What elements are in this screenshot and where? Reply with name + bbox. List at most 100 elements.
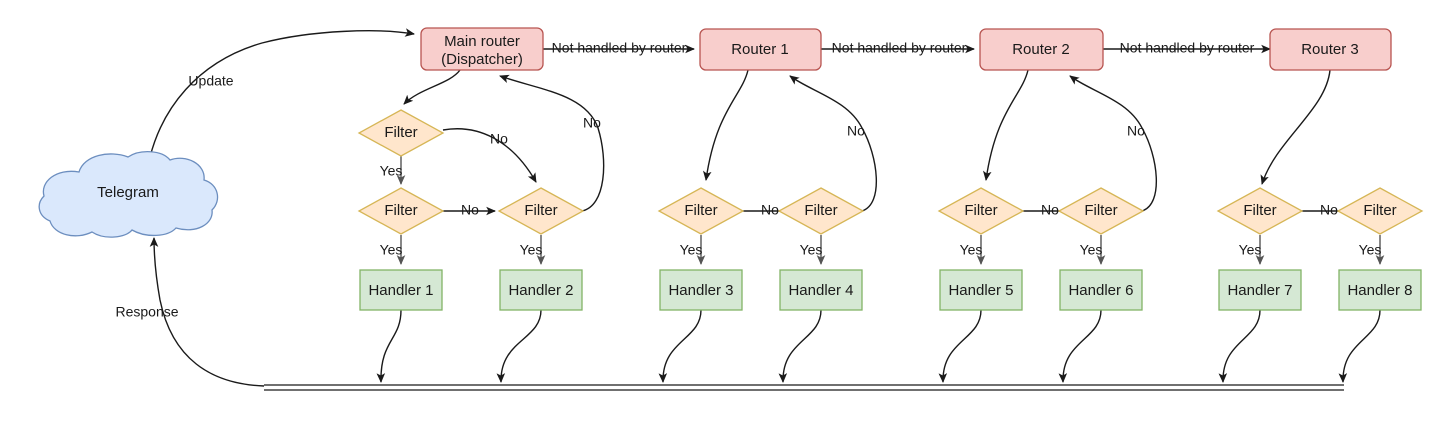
edge-label-yes-3: Yes xyxy=(520,242,543,258)
router-1-label: Router 1 xyxy=(731,41,789,58)
filter-a-diamond xyxy=(357,109,445,157)
handler-7-box xyxy=(1218,269,1302,311)
filter-a-node[interactable]: Filter xyxy=(357,109,445,157)
edge-response xyxy=(149,237,265,387)
filter-b-node[interactable]: Filter xyxy=(357,187,445,235)
handler-4-box xyxy=(779,269,863,311)
filter-e-node[interactable]: Filter xyxy=(777,187,865,235)
filter-i-node[interactable]: Filter xyxy=(1336,187,1424,235)
filter-e-label: Filter xyxy=(804,202,837,219)
router-2-label: Router 2 xyxy=(1012,41,1070,58)
router-1-box xyxy=(699,28,822,71)
filter-b-label: Filter xyxy=(384,202,417,219)
handler-7-node[interactable]: Handler 7 xyxy=(1218,269,1302,311)
handler-6-node[interactable]: Handler 6 xyxy=(1059,269,1143,311)
filter-f-node[interactable]: Filter xyxy=(937,187,1025,235)
filter-b-diamond xyxy=(357,187,445,235)
edge-router2-to-filter-f xyxy=(982,69,1029,181)
edge-handler2-to-rail xyxy=(496,309,542,383)
filter-e-diamond xyxy=(777,187,865,235)
edge-handler1-to-rail xyxy=(376,309,402,383)
edge-router1-to-filter-d xyxy=(702,69,749,181)
filter-f-diamond xyxy=(937,187,1025,235)
filter-f-label: Filter xyxy=(964,202,997,219)
edge-label-not-handled-2: Not handled by router xyxy=(832,40,967,56)
edge-label-yes-7: Yes xyxy=(1080,242,1103,258)
router-1-node[interactable]: Router 1 xyxy=(699,28,822,71)
edge-handler4-to-rail xyxy=(778,309,822,383)
filter-i-label: Filter xyxy=(1363,202,1396,219)
edge-label-update: Update xyxy=(188,73,233,89)
edge-label-no-3: No xyxy=(583,115,601,131)
filter-i-diamond xyxy=(1336,187,1424,235)
edge-label-no-4: No xyxy=(761,202,779,218)
filter-g-node[interactable]: Filter xyxy=(1057,187,1145,235)
handler-3-label: Handler 3 xyxy=(668,282,733,299)
edge-filter-e-no-to-router1 xyxy=(789,75,878,212)
main-router-node[interactable]: Main router (Dispatcher) xyxy=(420,27,544,71)
handler-5-node[interactable]: Handler 5 xyxy=(939,269,1023,311)
edge-label-yes-6: Yes xyxy=(960,242,983,258)
edge-label-yes-8: Yes xyxy=(1239,242,1262,258)
edge-filter-g-no-to-router2 xyxy=(1069,75,1158,212)
filter-c-node[interactable]: Filter xyxy=(497,187,585,235)
handler-1-box xyxy=(359,269,443,311)
filter-h-label: Filter xyxy=(1243,202,1276,219)
handler-8-label: Handler 8 xyxy=(1347,282,1412,299)
edge-label-no-8: No xyxy=(1320,202,1338,218)
edge-handler8-to-rail xyxy=(1338,309,1381,383)
filter-h-diamond xyxy=(1216,187,1304,235)
edge-update xyxy=(149,28,415,158)
handler-5-label: Handler 5 xyxy=(948,282,1013,299)
handler-1-label: Handler 1 xyxy=(368,282,433,299)
edge-label-not-handled-3: Not handled by router xyxy=(1120,40,1255,56)
filter-g-label: Filter xyxy=(1084,202,1117,219)
router-3-node[interactable]: Router 3 xyxy=(1269,28,1392,71)
edge-label-yes-1: Yes xyxy=(380,163,403,179)
filter-h-node[interactable]: Filter xyxy=(1216,187,1304,235)
filter-d-label: Filter xyxy=(684,202,717,219)
router-3-label: Router 3 xyxy=(1301,41,1359,58)
handler-3-box xyxy=(659,269,743,311)
telegram-label: Telegram xyxy=(97,184,159,201)
handler-4-label: Handler 4 xyxy=(788,282,853,299)
edge-handler5-to-rail xyxy=(938,309,982,383)
router-2-node[interactable]: Router 2 xyxy=(979,28,1104,71)
edge-router3-to-filter-h xyxy=(1260,69,1331,185)
filter-d-node[interactable]: Filter xyxy=(657,187,745,235)
main-router-box xyxy=(420,27,544,71)
telegram-cloud-node[interactable]: Telegram xyxy=(38,151,219,238)
handler-1-node[interactable]: Handler 1 xyxy=(359,269,443,311)
filter-d-diamond xyxy=(657,187,745,235)
edge-label-yes-4: Yes xyxy=(680,242,703,258)
handler-8-box xyxy=(1338,269,1422,311)
edge-label-no-1: No xyxy=(490,131,508,147)
edge-label-no-7: No xyxy=(1127,123,1145,139)
edge-handler6-to-rail xyxy=(1058,309,1102,383)
edge-handler3-to-rail xyxy=(658,309,702,383)
edge-label-no-2: No xyxy=(461,202,479,218)
handler-7-label: Handler 7 xyxy=(1227,282,1292,299)
router-2-box xyxy=(979,28,1104,71)
edge-label-no-6: No xyxy=(1041,202,1059,218)
edge-label-yes-5: Yes xyxy=(800,242,823,258)
edge-label-yes-2: Yes xyxy=(380,242,403,258)
handler-8-node[interactable]: Handler 8 xyxy=(1338,269,1422,311)
edge-filter-c-no-to-mainrouter xyxy=(499,74,605,212)
handler-6-label: Handler 6 xyxy=(1068,282,1133,299)
edge-label-yes-9: Yes xyxy=(1359,242,1382,258)
handler-4-node[interactable]: Handler 4 xyxy=(779,269,863,311)
edge-label-no-5: No xyxy=(847,123,865,139)
edge-label-response: Response xyxy=(115,304,178,320)
handler-6-box xyxy=(1059,269,1143,311)
handler-3-node[interactable]: Handler 3 xyxy=(659,269,743,311)
edge-mainrouter-to-filter-a xyxy=(403,69,461,105)
handler-5-box xyxy=(939,269,1023,311)
handler-2-box xyxy=(499,269,583,311)
handler-2-label: Handler 2 xyxy=(508,282,573,299)
filter-a-label: Filter xyxy=(384,124,417,141)
handler-2-node[interactable]: Handler 2 xyxy=(499,269,583,311)
filter-g-diamond xyxy=(1057,187,1145,235)
